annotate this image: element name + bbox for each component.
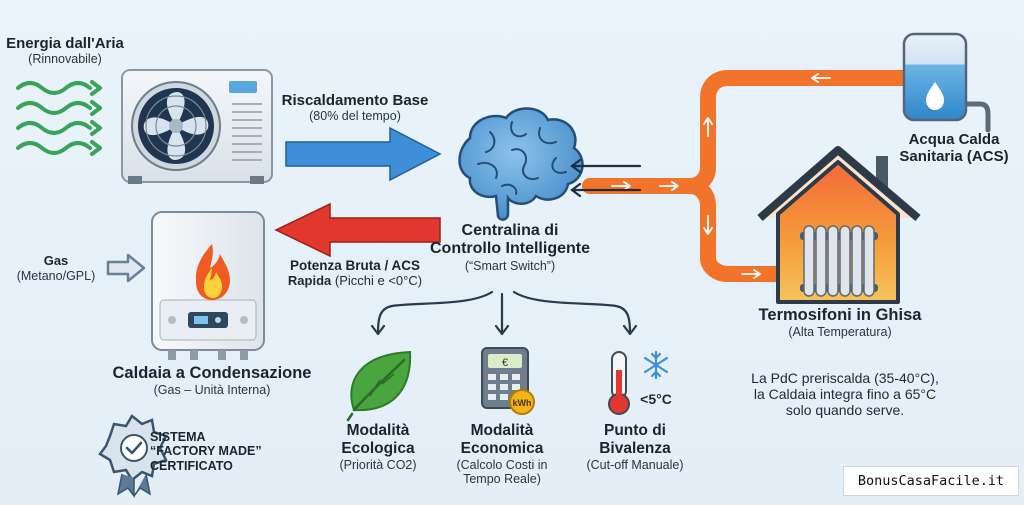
base-heating-subtitle: (80% del tempo) [309, 109, 401, 124]
dhw-line2: Sanitaria (ACS) [899, 148, 1009, 166]
mode-economic-sub2: Tempo Reale) [463, 472, 541, 486]
note-text: La PdC preriscalda (35-40°C), la Caldaia… [730, 370, 960, 418]
radiators-label: Termosifoni in Ghisa (Alta Temperatura) [740, 306, 940, 339]
base-heating-title: Riscaldamento Base [281, 92, 429, 109]
boiler-subtitle: (Gas – Unità Interna) [153, 382, 271, 397]
controller-line2: Controllo Intelligente [430, 240, 590, 258]
heat-pump-icon [121, 69, 273, 184]
air-waves-icon [16, 80, 102, 156]
pipe-system [582, 70, 914, 282]
air-source-subtitle: (Rinnovabile) [28, 52, 102, 67]
snowflake-icon [643, 350, 669, 380]
certified-badge-icon [98, 414, 168, 499]
mode-bivalence-sub: (Cut-off Manuale) [586, 457, 684, 472]
mode-ecological-line1: Modalità [346, 422, 410, 439]
gas-title: Gas [43, 253, 69, 268]
air-source-label: Energia dall'Aria (Rinnovabile) [0, 35, 130, 67]
dhw-line1: Acqua Calda [908, 131, 1000, 148]
thermometer-icon [608, 351, 630, 415]
heat-pump-arrow [285, 126, 442, 182]
mode-economic-line1: Modalità [470, 422, 534, 439]
peak-power-line1: Potenza Bruta / ACS [289, 258, 421, 273]
house-icon [757, 146, 921, 304]
note-line1: La PdC preriscalda (35-40°C), [751, 370, 939, 386]
mode-economic-sub1: (Calcolo Costi in [456, 457, 548, 472]
certification-line3: CERTIFICATO [150, 458, 233, 473]
controller-subtitle: (“Smart Switch”) [464, 258, 556, 273]
air-source-title: Energia dall'Aria [6, 35, 124, 52]
peak-power-bold: Rapida [287, 272, 332, 288]
mode-economic-line2: Economica [460, 439, 544, 457]
mode-economic: Modalità Economica (Calcolo Costi in Tem… [440, 422, 564, 486]
boiler-title: Caldaia a Condensazione [112, 364, 312, 382]
radiator-icon [800, 225, 878, 297]
mode-ecological: Modalità Ecologica (Priorità CO2) [318, 422, 438, 472]
mode-bivalence-line2: Bivalenza [599, 439, 671, 457]
gas-subtitle: (Metano/GPL) [16, 268, 96, 283]
certification-line2: “FACTORY MADE” [150, 444, 262, 459]
brain-icon [458, 107, 584, 221]
mode-ecological-sub: (Priorità CO2) [339, 457, 417, 472]
water-tank-icon [902, 32, 991, 133]
gas-label: Gas (Metano/GPL) [8, 253, 104, 283]
certification-text: SISTEMA “FACTORY MADE” CERTIFICATO [150, 430, 300, 473]
calculator-currency: € [502, 357, 508, 369]
mode-branch-arrows [370, 290, 638, 336]
peak-power-label: Potenza Bruta / ACS Rapida (Picchi e <0°… [270, 258, 440, 288]
controller-label: Centralina di Controllo Intelligente (“S… [420, 222, 600, 273]
leaf-icon [346, 350, 412, 422]
peak-power-rest: (Picchi e <0°C) [331, 272, 423, 288]
boiler-label: Caldaia a Condensazione (Gas – Unità Int… [92, 364, 332, 397]
base-heating-label: Riscaldamento Base (80% del tempo) [280, 92, 430, 124]
kwh-badge: kWh [513, 398, 532, 408]
calculator-icon [481, 347, 535, 415]
brand-watermark: BonusCasaFacile.it [843, 466, 1019, 496]
boiler-arrow [274, 202, 441, 258]
gas-arrow [106, 253, 146, 283]
mode-bivalence-line1: Punto di [604, 422, 666, 439]
radiators-subtitle: (Alta Temperatura) [788, 324, 892, 339]
controller-pipe-arrows [570, 158, 642, 198]
note-line2: la Caldaia integra fino a 65°C [753, 386, 937, 403]
certification-line1: SISTEMA [150, 430, 206, 444]
threshold-label: <5°C [640, 391, 672, 407]
mode-bivalence: Punto di Bivalenza (Cut-off Manuale) [570, 422, 700, 472]
controller-line1: Centralina di [461, 222, 559, 239]
radiators-title: Termosifoni in Ghisa [758, 306, 922, 324]
note-line3: solo quando serve. [785, 402, 905, 419]
dhw-label: Acqua Calda Sanitaria (ACS) [886, 131, 1022, 166]
mode-ecological-line2: Ecologica [341, 439, 415, 457]
flame-icon [195, 244, 230, 300]
